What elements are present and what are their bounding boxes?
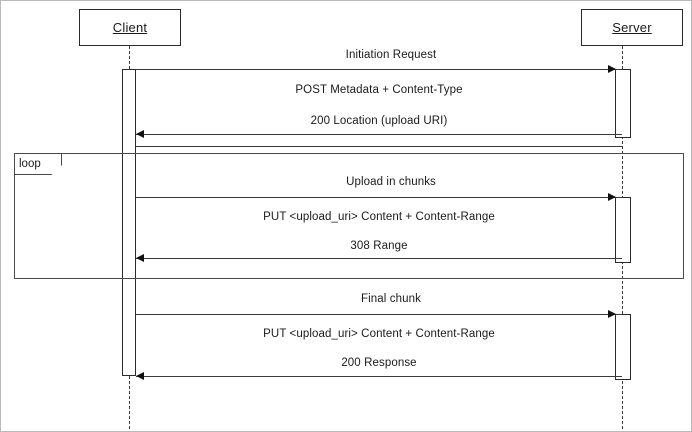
message-label-308-range: 308 Range bbox=[350, 240, 408, 252]
separator-final-chunk-top bbox=[136, 314, 622, 315]
participant-box-client[interactable]: Client bbox=[79, 9, 181, 46]
participant-label-server: Server bbox=[612, 20, 652, 35]
separator-initiation-top bbox=[136, 69, 622, 70]
message-arrowhead-200-response bbox=[136, 371, 144, 380]
loop-fragment-tab: loop bbox=[14, 153, 62, 175]
activation-bar-server-final bbox=[615, 314, 631, 380]
message-label-200-location: 200 Location (upload URI) bbox=[310, 115, 448, 127]
message-arrowhead-post-metadata bbox=[608, 64, 616, 73]
message-label-200-response: 200 Response bbox=[341, 357, 417, 369]
section-header-final-chunk: Final chunk bbox=[361, 293, 421, 305]
message-line-308-range bbox=[136, 258, 622, 259]
separator-initiation-bottom bbox=[136, 146, 622, 147]
loop-fragment-frame bbox=[14, 153, 684, 279]
activation-bar-client bbox=[122, 69, 136, 376]
activation-bar-server-chunk bbox=[615, 197, 631, 263]
loop-fragment-operator-label: loop bbox=[19, 158, 41, 170]
message-arrowhead-200-location bbox=[136, 129, 144, 138]
message-line-200-location bbox=[136, 134, 622, 135]
message-arrowhead-put-final-chunk bbox=[608, 309, 616, 318]
section-header-initiation: Initiation Request bbox=[345, 49, 437, 61]
section-header-upload-chunks: Upload in chunks bbox=[346, 176, 436, 188]
participant-box-server[interactable]: Server bbox=[581, 9, 683, 46]
activation-bar-server-initiation bbox=[615, 69, 631, 138]
message-label-put-final-chunk: PUT <upload_uri> Content + Content-Range bbox=[263, 328, 495, 340]
participant-label-client: Client bbox=[112, 20, 148, 35]
message-label-post-metadata: POST Metadata + Content-Type bbox=[295, 84, 463, 96]
message-line-200-response bbox=[136, 376, 622, 377]
message-label-put-chunk: PUT <upload_uri> Content + Content-Range bbox=[263, 211, 495, 223]
separator-upload-chunks-top bbox=[136, 197, 622, 198]
message-arrowhead-put-chunk bbox=[608, 192, 616, 201]
message-arrowhead-308-range bbox=[136, 253, 144, 262]
